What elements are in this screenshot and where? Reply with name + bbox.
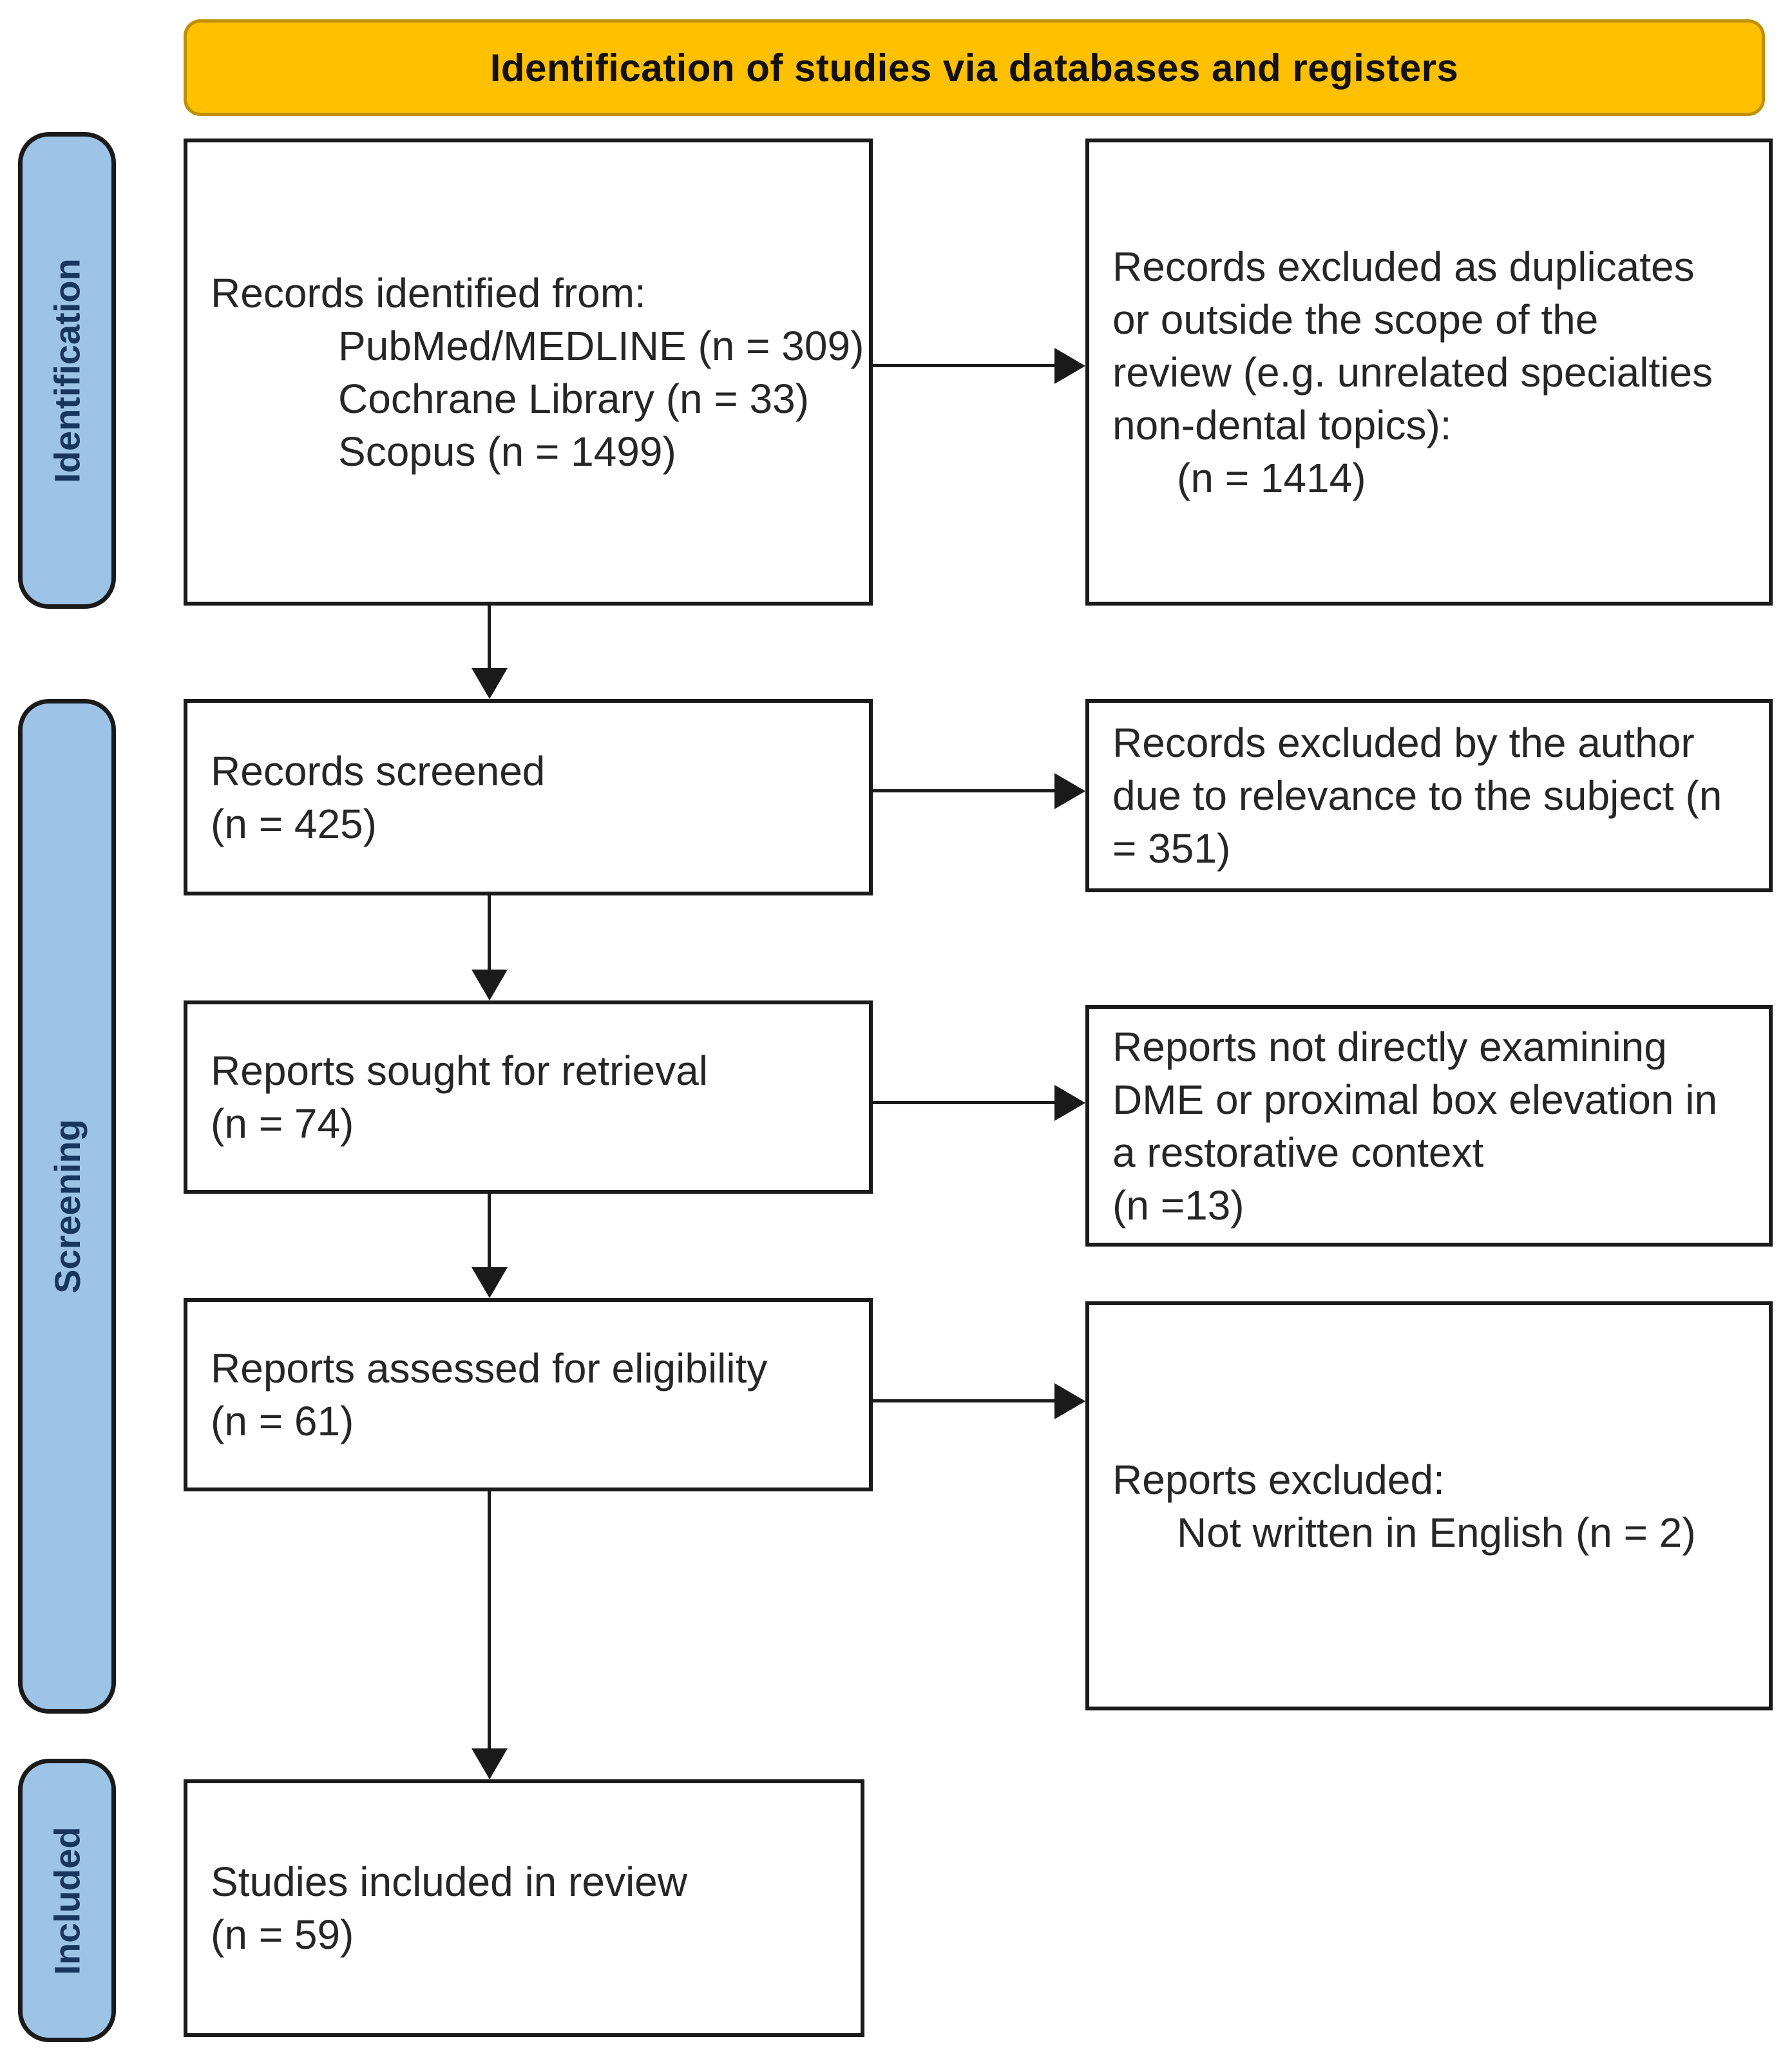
box-records-excluded-scope: Records excluded as duplicates or outside…: [1085, 139, 1773, 606]
text-line: Records excluded as duplicates: [1112, 243, 1695, 290]
text-line: Studies included in review: [211, 1859, 687, 1905]
text-line: (n = 1414): [1177, 454, 1366, 501]
text-line: Records excluded by the author: [1112, 720, 1695, 766]
text-line: Reports sought for retrieval: [211, 1048, 708, 1094]
banner: Identification of studies via databases …: [184, 19, 1765, 116]
arrow-screened-to-excluded: [873, 789, 1054, 792]
text-line: DME or proximal box elevation in: [1112, 1076, 1718, 1123]
text-line: due to relevance to the subject (n: [1112, 772, 1722, 819]
stage-label-included: Included: [18, 1759, 116, 2042]
text-line: PubMed/MEDLINE (n = 309): [338, 322, 864, 369]
text-line: (n = 59): [211, 1911, 354, 1958]
text-line: Reports excluded:: [1112, 1456, 1445, 1503]
text-line: Not written in English (n = 2): [1177, 1509, 1696, 1556]
arrow-identified-to-screened: [488, 606, 491, 668]
arrow-sought-to-excluded: [873, 1101, 1054, 1104]
text-line: Reports not directly examining: [1112, 1023, 1667, 1070]
banner-title: Identification of studies via databases …: [490, 46, 1459, 90]
text-line: or outside the scope of the: [1112, 296, 1599, 343]
stage-label-text: Included: [46, 1826, 88, 1975]
box-records-excluded-author: Records excluded by the author due to rel…: [1085, 699, 1773, 892]
box-studies-included: Studies included in review (n = 59): [184, 1779, 864, 2037]
stage-label-text: Identification: [46, 258, 88, 483]
text-line: Reports assessed for eligibility: [211, 1345, 768, 1392]
text-line: (n = 425): [211, 800, 377, 847]
text-line: (n =13): [1112, 1182, 1244, 1229]
stage-label-screening: Screening: [18, 699, 116, 1714]
box-reports-sought: Reports sought for retrieval (n = 74): [184, 1000, 873, 1194]
arrow-sought-to-assessed: [488, 1194, 491, 1267]
text-line: Cochrane Library (n = 33): [338, 375, 810, 422]
arrow-identified-to-excluded: [873, 364, 1054, 367]
text-line: Scopus (n = 1499): [338, 428, 676, 475]
text-line: review (e.g. unrelated specialties: [1112, 349, 1713, 396]
box-reports-excluded: Reports excluded: Not written in English …: [1085, 1301, 1773, 1710]
text-line: Records identified from:: [211, 269, 646, 316]
text-line: (n = 74): [211, 1100, 354, 1147]
box-records-screened: Records screened (n = 425): [184, 699, 873, 895]
box-reports-assessed: Reports assessed for eligibility (n = 61): [184, 1298, 873, 1491]
stage-label-identification: Identification: [18, 132, 116, 609]
text-line: (n = 61): [211, 1398, 354, 1444]
text-line: a restorative context: [1112, 1129, 1484, 1176]
text-line: Records screened: [211, 747, 546, 794]
text-line: non-dental topics):: [1112, 401, 1452, 448]
text-line: = 351): [1112, 825, 1231, 872]
box-records-identified: Records identified from: PubMed/MEDLINE (…: [184, 139, 873, 606]
arrow-assessed-to-excluded: [873, 1399, 1054, 1402]
arrow-screened-to-sought: [488, 895, 491, 970]
stage-label-text: Screening: [46, 1119, 88, 1294]
arrow-assessed-to-included: [488, 1491, 491, 1748]
